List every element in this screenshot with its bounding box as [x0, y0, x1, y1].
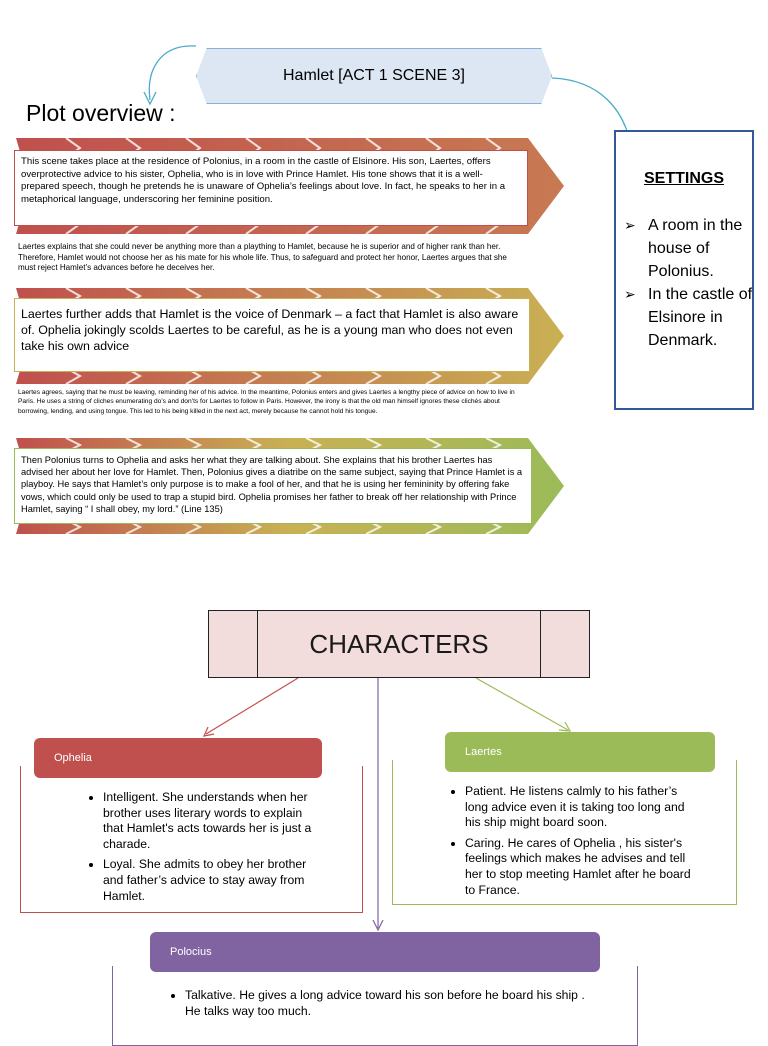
plot-paragraph-5: Then Polonius turns to Ophelia and asks … [14, 448, 532, 524]
polocius-traits-box: Talkative. He gives a long advice toward… [112, 966, 638, 1046]
laertes-label: Laertes [445, 732, 715, 772]
settings-item: In the castle of Elsinore in Denmark. [622, 283, 756, 352]
connector-lines [143, 45, 639, 932]
plot-paragraph-3: Laertes further adds that Hamlet is the … [14, 298, 530, 372]
plot-paragraph-1: This scene takes place at the residence … [14, 150, 528, 226]
characters-header-left-cap [209, 611, 258, 677]
characters-heading: CHARACTERS [309, 628, 489, 659]
ophelia-traits-box: Intelligent. She understands when her br… [20, 766, 363, 913]
laertes-trait: Caring. He cares of Ophelia , his sister… [465, 836, 696, 898]
document-title: Hamlet [ACT 1 SCENE 3] [196, 48, 552, 104]
laertes-trait: Patient. He listens calmly to his father… [465, 784, 696, 831]
characters-header: CHARACTERS [208, 610, 590, 678]
plot-paragraph-2: Laertes explains that she could never be… [18, 242, 507, 273]
laertes-traits-box: Patient. He listens calmly to his father… [392, 760, 737, 905]
ophelia-trait: Intelligent. She understands when her br… [103, 790, 316, 852]
polocius-trait: Talkative. He gives a long advice toward… [185, 988, 597, 1019]
plot-paragraph-4: Laertes agrees, saying that he must be l… [18, 389, 515, 415]
ophelia-label: Ophelia [34, 738, 322, 778]
plot-overview-heading: Plot overview : [26, 100, 176, 126]
polocius-label: Polocius [150, 932, 600, 972]
settings-title: SETTINGS [643, 170, 724, 187]
characters-header-right-cap [540, 611, 589, 677]
settings-box: SETTINGS A room in the house of Polonius… [614, 130, 754, 410]
settings-item: A room in the house of Polonius. [622, 214, 756, 283]
ophelia-trait: Loyal. She admits to obey her brother an… [103, 857, 316, 904]
settings-list: A room in the house of Polonius. In the … [622, 214, 756, 352]
